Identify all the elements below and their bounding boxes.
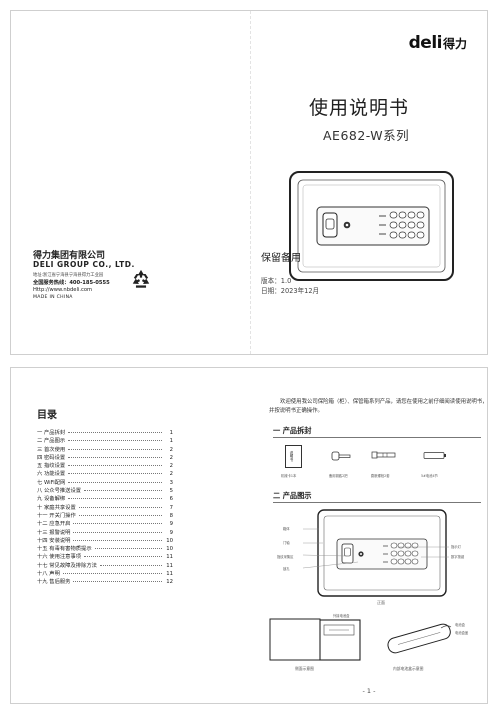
battery-icon (423, 452, 446, 459)
brand-logo: deli 得力 (409, 33, 467, 53)
cover-panel: deli 得力 使用说明书 AE682-W系列 得力集团有限公司 DELI GR… (10, 10, 488, 355)
section-divider (273, 502, 481, 503)
callout-keyhole: 锁孔 (283, 567, 290, 571)
key-icon (331, 451, 351, 461)
keep-for-reference: 保留备用 (261, 253, 301, 264)
safe-front-diagram (317, 509, 447, 597)
company-address: 地址:浙江省宁海县宁海县得力工业园 (33, 273, 104, 278)
unbox-label-keys: 备用钥匙2把 (329, 474, 348, 478)
brand-logo-text: deli (408, 33, 443, 53)
brand-logo-cn: 得力 (442, 36, 467, 51)
unbox-label-manual-card: 机械卡1本 (281, 474, 297, 478)
callout-body: 箱体 (283, 527, 290, 531)
callout-hinge: 门轴 (283, 541, 290, 545)
safe-side-diagram (269, 618, 361, 661)
battery-cover-label: 电池盒盖 (455, 631, 469, 635)
fold-line (250, 11, 251, 354)
company-name: 得力集团有限公司 (33, 251, 106, 261)
diagram-callout-lines (302, 528, 449, 569)
publish-date: 日期：2023年12月 (261, 287, 320, 295)
made-in-label: MADE IN CHINA (33, 295, 73, 300)
company-website: Http://www.nbdeli.com (33, 287, 93, 293)
callout-fingerprint: 指纹采集区 (277, 555, 294, 559)
safe-illustration (289, 171, 454, 281)
unbox-label-bolts: 膨胀螺栓2套 (371, 474, 390, 478)
intro-paragraph: 欢迎使用我公司保险箱（柜）、保管箱系列产品，请您在使用之前仔细阅读使用说明书，并… (269, 399, 488, 414)
battery-box-label: 电池盒 (455, 623, 465, 627)
manual-card-label: 说明书 (290, 451, 294, 462)
page-number: - 1 - (362, 687, 376, 695)
toc-title: 目录 (37, 410, 57, 421)
manual-title: 使用说明书 (309, 97, 410, 119)
front-caption: 正面 (377, 600, 385, 605)
service-hotline: 全国服务热线：400-185-0555 (33, 280, 110, 286)
recycle-icon (132, 269, 150, 288)
section-unboxing-title: 一 产品拆封 (273, 426, 312, 435)
external-battery-label: 外接电池盒 (333, 614, 350, 618)
company-name-en: DELI GROUP CO., LTD. (33, 260, 135, 269)
version: 版本：1.0 (261, 277, 292, 285)
manual-card-item: 说明书 (285, 445, 302, 468)
battery-box-caption: 内部电池盒示意图 (393, 666, 424, 671)
manual-model: AE682-W系列 (323, 128, 410, 143)
section-divider (273, 437, 481, 438)
side-caption: 侧面示意图 (295, 666, 314, 671)
unbox-label-batteries: 5#电池4节 (421, 474, 438, 478)
callout-keypad: 数字按键 (451, 555, 465, 559)
callout-indicator: 指示灯 (451, 545, 461, 549)
bolt-icon (371, 451, 396, 459)
battery-box-diagram (387, 623, 452, 654)
section-diagram-title: 二 产品图示 (273, 491, 312, 500)
